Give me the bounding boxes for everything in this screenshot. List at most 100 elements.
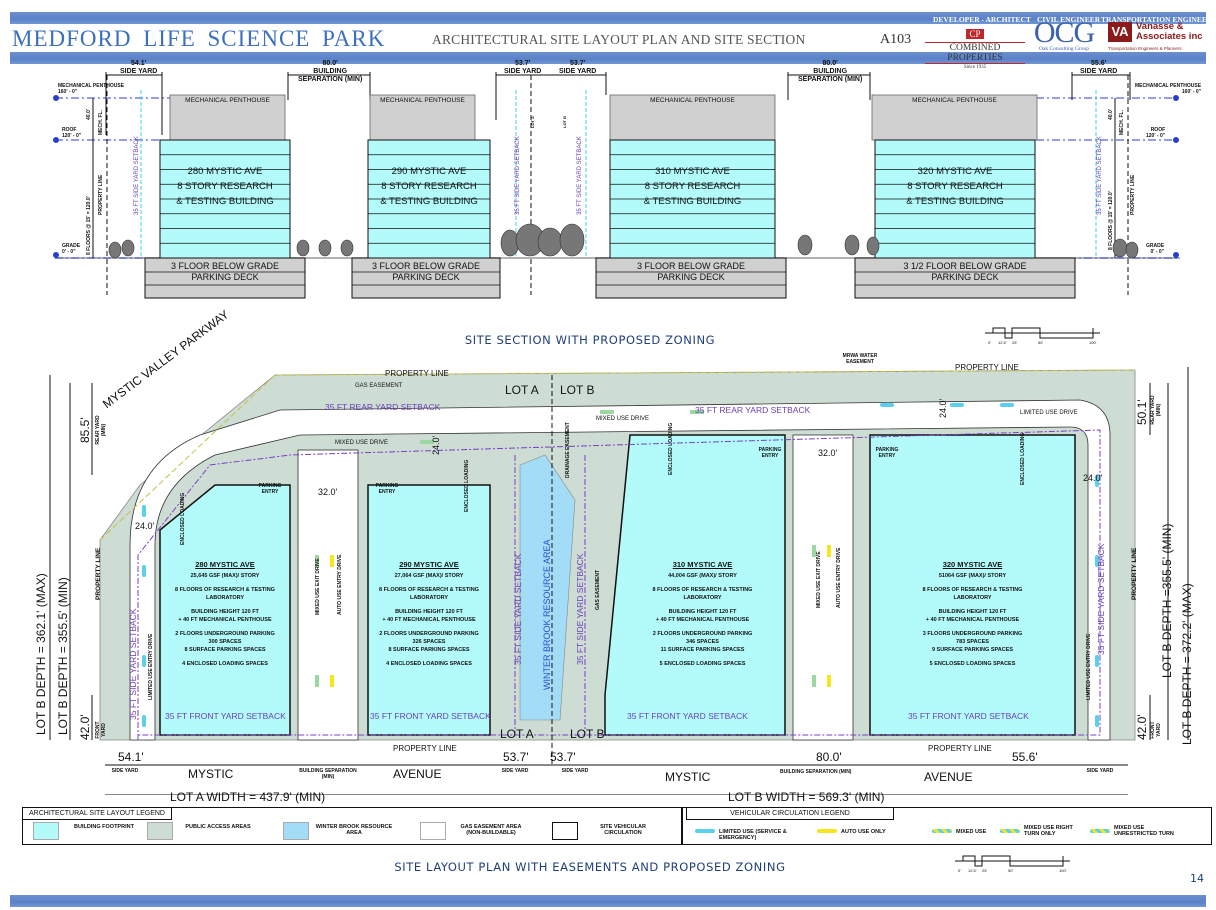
side-yard-left-label: SIDE YARD [111, 768, 139, 774]
parking-entry-320: PARKING ENTRY [875, 447, 899, 459]
enclosed-loading-320: ENCLOSED LOADING [1020, 432, 1026, 485]
vehicular-label-1: AUTO USE ONLY [841, 829, 886, 835]
street-mystic-right: MYSTIC [665, 770, 711, 784]
enclosed-loading-280: ENCLOSED LOADING [180, 492, 186, 545]
legend-label-2: WINTER BROOK RESOURCE AREA [315, 824, 393, 836]
front-setback-280: 35 FT FRONT YARD SETBACK [165, 711, 286, 721]
parking-entry-310: PARKING ENTRY [758, 447, 782, 459]
section-line2-2: 8 STORY RESEARCH [644, 181, 741, 192]
plan-bldg-loading-2: 5 ENCLOSED LOADING SPACES [659, 661, 746, 667]
legend-swatch-2 [283, 822, 309, 840]
mrwa-easement-label: MRWA WATER EASEMENT [842, 353, 878, 365]
section-parking2-2: PARKING DECK [657, 272, 725, 282]
drive-width-24-right: 24.0' [1083, 473, 1103, 483]
parking-entry-290: PARKING ENTRY [375, 483, 399, 495]
role-developer: DEVELOPER - ARCHITECT [933, 15, 1031, 24]
section-lot-a: LOT A [530, 116, 535, 128]
scale-bar-section [985, 327, 1100, 339]
site-legend-frame [22, 807, 682, 845]
section-dim-side-yard-lot-b: 53.7'SIDE YARD [559, 60, 597, 75]
gas-easement-label: GAS EASEMENT [355, 383, 403, 389]
plan-bldg-spaces-2: 346 SPACES [686, 639, 719, 645]
internal-drive-b [792, 434, 854, 741]
side-yard-lot-a-label: SIDE YARD [501, 768, 529, 774]
vehicular-label-4: MIXED USE UNRESTRICTED TURN [1114, 825, 1174, 837]
plan-bldg-height-2: BUILDING HEIGHT 120 FT [668, 609, 737, 615]
property-line-left-plan: PROPERTY LINE [95, 547, 102, 600]
plan-bldg-parking-3: 3 FLOORS UNDERGROUND PARKING [922, 631, 1023, 637]
plan-bldg-loading-3: 5 ENCLOSED LOADING SPACES [929, 661, 1016, 667]
site-section-drawing [53, 72, 1180, 299]
cp-name: COMBINED PROPERTIES [925, 42, 1025, 64]
plan-bldg-height2-3: + 40 FT MECHANICAL PENTHOUSE [925, 617, 1020, 623]
plan-bldg-loading-0: 4 ENCLOSED LOADING SPACES [182, 661, 268, 667]
combined-properties-logo: CP COMBINED PROPERTIES Since 1935 [925, 24, 1025, 70]
internal-drive-a [297, 449, 359, 741]
section-lot-b: LOT B [562, 116, 567, 128]
lot-b-width: LOT B WIDTH = 569.3' (MIN) [728, 790, 885, 804]
plan-bldg-height-0: BUILDING HEIGHT 120 FT [191, 609, 259, 615]
section-parking1-1: 3 FLOOR BELOW GRADE [371, 261, 481, 271]
section-parking1-3: 3 1/2 FLOOR BELOW GRADE [903, 261, 1027, 271]
plan-bldg-height2-1: + 40 FT MECHANICAL PENTHOUSE [382, 617, 476, 623]
section-parking2-0: PARKING DECK [191, 272, 259, 282]
plan-bldg-surface-0: 8 SURFACE PARKING SPACES [184, 647, 266, 653]
plan-bldg-gsf-0: 25,645 GSF (MAX)/ STORY [190, 573, 260, 579]
plan-bldg-height-3: BUILDING HEIGHT 120 FT [938, 609, 1007, 615]
property-line-left-label: PROPERTY LINE [98, 174, 104, 215]
section-setback-right: 35 FT SIDE YARD SETBACK [1097, 136, 1103, 215]
scale-bar-plan [955, 855, 1070, 867]
lot-b-depth-left-min: LOT B DEPTH = 355.5' (MIN) [56, 577, 70, 735]
section-dim-side-yard-lot-a: 53.7'SIDE YARD [504, 60, 542, 75]
legend-swatch-0 [33, 822, 59, 840]
section-penthouse-label-2: MECHANICAL PENTHOUSE [650, 97, 735, 104]
lot-b-depth-left-max: LOT B DEPTH = 362.1' (MAX) [34, 573, 48, 735]
lot-b-depth-right-min: LOT B DEPTH =355.5' (MIN) [1160, 523, 1174, 678]
section-line2-1: 8 STORY RESEARCH [381, 181, 477, 192]
side-yard-right-dim: 55.6' [1012, 750, 1038, 764]
gas-easement-vertical: GAS EASEMENT [595, 569, 601, 610]
va-name-1: Vanasse & [1136, 21, 1184, 32]
plan-bldg-floors-3: 8 FLOORS OF RESEARCH & TESTING [922, 587, 1023, 593]
header-band-top [10, 12, 1206, 24]
legend-label-1: PUBLIC ACCESS AREAS [185, 824, 251, 830]
floors-dim-right: 8 FLOORS @ 15' = 120.0' [1108, 191, 1114, 250]
section-line2-0: 8 STORY RESEARCH [177, 181, 273, 192]
street-avenue-left: AVENUE [393, 767, 442, 781]
rear-yard-left: 85.5' [78, 417, 92, 443]
section-line2-3: 8 STORY RESEARCH [907, 181, 1003, 192]
lot-a-width: LOT A WIDTH = 437.9' (MIN) [170, 790, 326, 804]
plan-bldg-gsf-3: 51064 GSF (MAX)/ STORY [938, 573, 1007, 579]
limited-entry-left: LIMITED USE ENTRY DRIVE [148, 633, 154, 700]
role-civil: CIVIL ENGINEER [1037, 15, 1101, 24]
plan-bldg-height2-0: + 40 FT MECHANICAL PENTHOUSE [178, 617, 272, 623]
rear-yard-left-label: REAR YARD (MIN) [95, 415, 107, 445]
rear-yard-right-label: REAR YARD (MIN) [1150, 395, 1162, 425]
plan-bldg-parking-1: 2 FLOORS UNDERGROUND PARKING [379, 631, 479, 637]
plan-caption: SITE LAYOUT PLAN WITH EASEMENTS AND PROP… [394, 860, 786, 874]
street-mystic-left: MYSTIC [188, 767, 234, 781]
plan-bldg-floors-1: 8 FLOORS OF RESEARCH & TESTING [379, 587, 479, 593]
section-penthouse-label-1: MECHANICAL PENTHOUSE [380, 97, 465, 104]
drainage-easement-label: DRAINAGE EASEMENT [565, 422, 571, 478]
section-penthouse-label-0: MECHANICAL PENTHOUSE [185, 97, 270, 104]
plan-bldg-parking-2: 2 FLOORS UNDERGROUND PARKING [652, 631, 753, 637]
plan-bldg-floors2-0: LABORATORY [205, 595, 245, 601]
property-line-bottom-right: PROPERTY LINE [928, 744, 992, 753]
lot-b-depth-right-max: LOT B DEPTH = 372.2' (MAX) [1180, 583, 1194, 745]
section-setback-lot-a: 35 FT SIDE YARD SETBACK [515, 136, 521, 215]
plan-bldg-address-1: 290 MYSTIC AVE [399, 560, 459, 569]
plan-lot-b-bottom: LOT B [570, 727, 605, 741]
section-address-3: 320 MYSTIC AVE [917, 166, 993, 177]
front-yard-right: 42.0' [1135, 714, 1149, 740]
vehicular-swatch-4 [1090, 829, 1110, 833]
limited-use-drive-label: LIMITED USE DRIVE [1020, 410, 1078, 416]
va-name-2: Associates inc [1136, 31, 1203, 42]
mixed-use-exit-left: MIXED USE EXIT DRIVE [315, 558, 321, 615]
front-setback-320: 35 FT FRONT YARD SETBACK [908, 711, 1029, 721]
front-yard-left: 42.0' [78, 714, 92, 740]
plan-bldg-290 [367, 484, 491, 736]
